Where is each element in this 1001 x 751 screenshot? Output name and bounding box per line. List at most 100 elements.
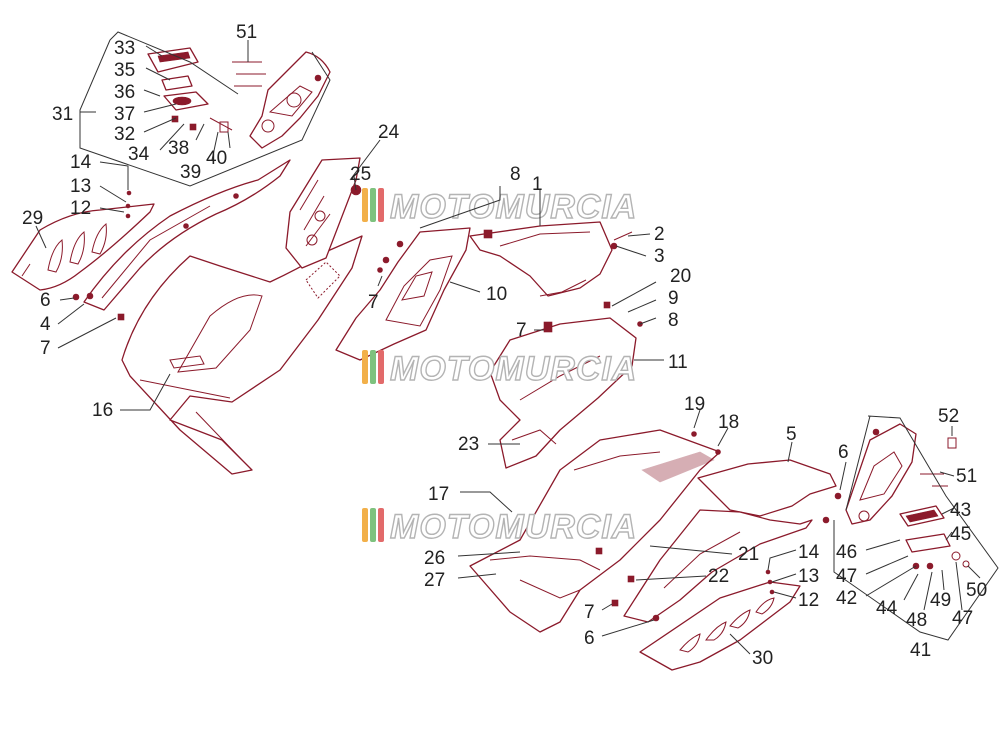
leader-4 bbox=[57, 303, 85, 325]
leader-13a bbox=[99, 185, 127, 203]
inner-bracket bbox=[335, 227, 471, 361]
leader-5 bbox=[787, 441, 793, 463]
leader-25 bbox=[353, 175, 357, 191]
callout-17: 17 bbox=[428, 484, 449, 505]
leader-14a bbox=[99, 161, 129, 190]
center-side-panel bbox=[489, 317, 637, 469]
callout-52: 52 bbox=[938, 406, 959, 427]
leader-9 bbox=[627, 299, 657, 313]
callout-4: 4 bbox=[40, 314, 51, 335]
leader-2 bbox=[627, 233, 651, 237]
leader-6c bbox=[601, 619, 655, 637]
leader-7b bbox=[377, 275, 383, 287]
leader-13b bbox=[771, 573, 797, 583]
left-side-trim bbox=[83, 159, 291, 311]
leader-17 bbox=[460, 491, 513, 513]
callout-51-right: 51 bbox=[956, 466, 977, 487]
leader-35 bbox=[145, 67, 171, 81]
callout-13-left: 13 bbox=[70, 176, 91, 197]
leader-40 bbox=[227, 131, 231, 149]
leader-24 bbox=[349, 139, 381, 181]
rear-side-piece bbox=[623, 459, 837, 623]
watermark-top: MOTOMURCIA bbox=[362, 187, 637, 227]
callout-36: 36 bbox=[114, 82, 135, 103]
leader-10 bbox=[449, 281, 481, 293]
callout-7-bottom: 7 bbox=[584, 602, 595, 623]
watermark-text-middle: MOTOMURCIA bbox=[390, 350, 637, 388]
leader-51b bbox=[939, 471, 955, 477]
leader-lines bbox=[35, 31, 999, 655]
leader-32 bbox=[143, 117, 177, 133]
lower-side-panel bbox=[469, 429, 721, 633]
watermark-text-bottom: MOTOMURCIA bbox=[390, 508, 637, 546]
leader-26 bbox=[457, 551, 521, 557]
group-outline-41 bbox=[833, 415, 999, 641]
leader-16 bbox=[120, 373, 171, 411]
callout-5: 5 bbox=[786, 424, 797, 445]
callout-45: 45 bbox=[950, 524, 971, 545]
callout-6-right: 6 bbox=[838, 442, 849, 463]
leader-22 bbox=[635, 575, 707, 581]
watermark-stripe-1 bbox=[362, 188, 368, 222]
front-side-panel bbox=[121, 235, 363, 475]
callout-7-mid: 7 bbox=[516, 320, 527, 341]
callout-12-right: 12 bbox=[798, 590, 819, 611]
callout-47-left: 47 bbox=[836, 566, 857, 587]
callout-29: 29 bbox=[22, 208, 43, 229]
leader-8a bbox=[419, 186, 501, 229]
watermark-stripe-1 bbox=[362, 350, 368, 384]
callout-31: 31 bbox=[52, 104, 73, 125]
leader-27 bbox=[457, 573, 497, 579]
callout-14-right: 14 bbox=[798, 542, 820, 563]
leader-29 bbox=[35, 225, 47, 249]
leader-14b bbox=[767, 549, 797, 571]
callout-2: 2 bbox=[654, 224, 665, 245]
leader-19 bbox=[693, 409, 701, 429]
callout-20: 20 bbox=[670, 266, 691, 287]
leader-39 bbox=[211, 131, 219, 161]
leader-7d bbox=[601, 603, 613, 611]
callout-46: 46 bbox=[836, 542, 857, 563]
callout-10: 10 bbox=[486, 284, 507, 305]
callout-35: 35 bbox=[114, 60, 135, 81]
callout-6-bottom: 6 bbox=[584, 628, 595, 649]
leader-12b bbox=[773, 591, 797, 599]
callout-3: 3 bbox=[654, 246, 665, 267]
leader-33 bbox=[145, 45, 163, 57]
callout-51-top: 51 bbox=[236, 22, 257, 43]
callout-12-left: 12 bbox=[70, 198, 91, 219]
callout-22: 22 bbox=[708, 566, 729, 587]
leader-50 bbox=[967, 565, 981, 579]
callout-34: 34 bbox=[128, 144, 150, 165]
callout-48: 48 bbox=[906, 610, 927, 631]
leader-38 bbox=[195, 123, 205, 141]
right-footrest-bracket bbox=[845, 423, 970, 570]
watermark-stripe-2 bbox=[370, 508, 376, 542]
parts-layer bbox=[11, 47, 970, 671]
callout-14-left: 14 bbox=[70, 152, 92, 173]
leader-47b bbox=[955, 561, 963, 611]
callout-8-top: 8 bbox=[510, 164, 521, 185]
leader-6a bbox=[59, 297, 75, 301]
leader-48 bbox=[923, 571, 933, 611]
watermark-stripe-2 bbox=[370, 350, 376, 384]
leader-37 bbox=[143, 103, 177, 113]
callout-8-right: 8 bbox=[668, 310, 679, 331]
watermark-bottom: MOTOMURCIA bbox=[362, 507, 637, 547]
callout-39: 39 bbox=[180, 162, 201, 183]
watermark-stripe-3 bbox=[378, 508, 384, 542]
callout-1: 1 bbox=[532, 174, 543, 195]
callout-6-left: 6 bbox=[40, 290, 51, 311]
callout-11: 11 bbox=[668, 352, 688, 373]
leader-45 bbox=[945, 531, 953, 541]
leader-43 bbox=[941, 507, 955, 515]
callout-27: 27 bbox=[424, 570, 445, 591]
leader-47a bbox=[865, 555, 909, 575]
callout-41: 41 bbox=[910, 640, 931, 661]
callout-43: 43 bbox=[950, 500, 971, 521]
watermark-text-top: MOTOMURCIA bbox=[390, 188, 637, 226]
watermark-stripe-3 bbox=[378, 188, 384, 222]
leader-7a bbox=[57, 317, 117, 349]
